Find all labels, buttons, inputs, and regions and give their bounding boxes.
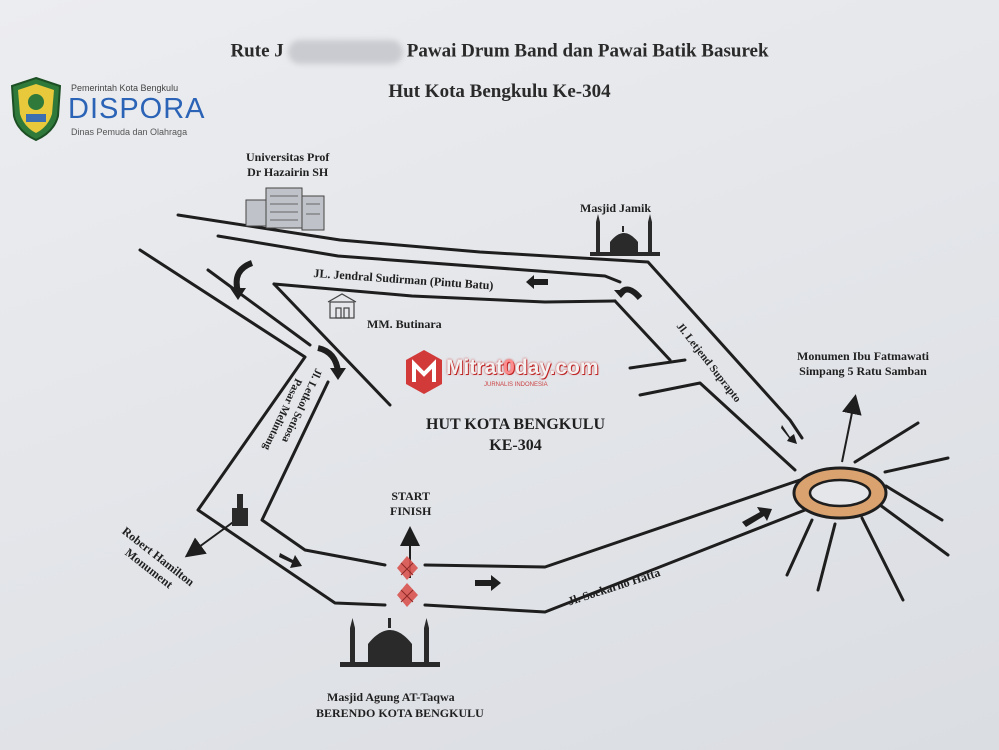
label-masjid-jamik: Masjid Jamik — [580, 201, 652, 215]
turn-arrow-heads — [230, 288, 628, 380]
road-soekarno-bottom — [423, 508, 807, 614]
logo-org: Pemerintah Kota Bengkulu — [71, 83, 179, 93]
arrow-left-sudirman — [526, 275, 548, 289]
arrow-to-monument — [841, 394, 862, 463]
label-universitas-line1: Universitas Prof — [246, 150, 330, 164]
masjid-agung-icon — [340, 618, 440, 667]
label-center-line2: KE-304 — [489, 437, 542, 454]
label-masjid-agung: Masjid Agung AT-Taqwa — [327, 690, 455, 704]
arrow-right-setiosa — [279, 553, 302, 568]
label-monumen-line1: Monumen Ibu Fatmawati — [797, 349, 930, 363]
label-universitas-line2: Dr Hazairin SH — [247, 165, 329, 179]
watermark-text: Mitrat0day.com — [446, 356, 599, 380]
spoke-1 — [853, 421, 920, 464]
label-berendo: BERENDO KOTA BENGKULU — [316, 706, 484, 720]
title-prefix: Rute J — [230, 40, 284, 62]
spoke-7 — [785, 518, 814, 577]
road-network — [138, 213, 950, 614]
spoke-4 — [878, 503, 950, 557]
label-monumen: Monumen Ibu Fatmawati Simpang 5 Ratu Sam… — [797, 349, 929, 379]
label-mm-butinara: MM. Butinara — [367, 317, 442, 331]
city-seal-icon — [10, 76, 62, 142]
watermark-text-c: day.com — [514, 356, 599, 379]
masjid-jamik-icon — [590, 214, 660, 256]
label-universitas: Universitas Prof Dr Hazairin SH — [246, 150, 329, 180]
spoke-5 — [860, 516, 905, 602]
ketupat-icon — [397, 556, 418, 607]
turn-arrow-top-left — [233, 260, 254, 293]
spoke-3 — [884, 484, 944, 522]
mm-butinara-building-icon — [327, 293, 357, 319]
watermark-sub: JURNALIS INDONESIA — [484, 382, 548, 388]
road-inner-stub — [628, 358, 687, 370]
spoke-2 — [883, 456, 950, 474]
label-finish: FINISH — [390, 504, 432, 518]
map-title-line2: Hut Kota Bengkulu Ke-304 — [388, 81, 611, 102]
robert-hamilton-monument-icon — [232, 494, 248, 526]
title-suffix: Pawai Drum Band dan Pawai Batik Basurek — [406, 40, 769, 62]
road-inner-diagonal — [272, 282, 392, 407]
roundabout-inner — [808, 478, 872, 508]
logo-name: DISPORA — [68, 93, 206, 125]
arrow-suprapto — [781, 425, 797, 444]
road-suprapto-inner — [638, 381, 797, 472]
watermark: Mitrat0day.com JURNALIS INDONESIA — [404, 348, 604, 398]
arrow-robert-hamilton — [184, 519, 237, 558]
arrow-right-soekarno — [475, 575, 501, 591]
label-center: HUT KOTA BENGKULU KE-304 — [426, 414, 605, 456]
label-monumen-line2: Simpang 5 Ratu Samban — [799, 364, 927, 378]
road-sudirman-bottom — [216, 234, 622, 284]
route-arrows — [279, 275, 797, 591]
road-inner-right — [613, 299, 672, 362]
redacted-text — [287, 40, 403, 64]
road-setiosa-inner — [260, 380, 387, 567]
watermark-text-b: 0 — [503, 356, 515, 379]
road-inner-top — [272, 282, 617, 304]
arrow-to-roundabout — [742, 507, 772, 527]
label-center-line1: HUT KOTA BENGKULU — [426, 416, 605, 433]
label-start: START — [391, 489, 431, 503]
watermark-logo-icon — [406, 350, 442, 394]
logo-sub: Dinas Pemuda dan Olahraga — [71, 127, 188, 137]
dispora-logo: Pemerintah Kota Bengkulu DISPORA Dinas P… — [8, 76, 208, 146]
watermark-text-a: Mitrat — [446, 356, 504, 379]
road-soekarno-top — [423, 478, 802, 569]
spoke-6 — [816, 522, 837, 592]
label-start-finish: START FINISH — [390, 489, 431, 519]
university-building-icon — [245, 187, 325, 231]
road-sudirman-top — [176, 213, 804, 440]
road-setiosa-outer — [138, 248, 387, 607]
map-title-line1: Rute J Pawai Drum Band dan Pawai Batik Ba… — [0, 40, 999, 64]
road-setiosa-upper — [206, 268, 312, 347]
